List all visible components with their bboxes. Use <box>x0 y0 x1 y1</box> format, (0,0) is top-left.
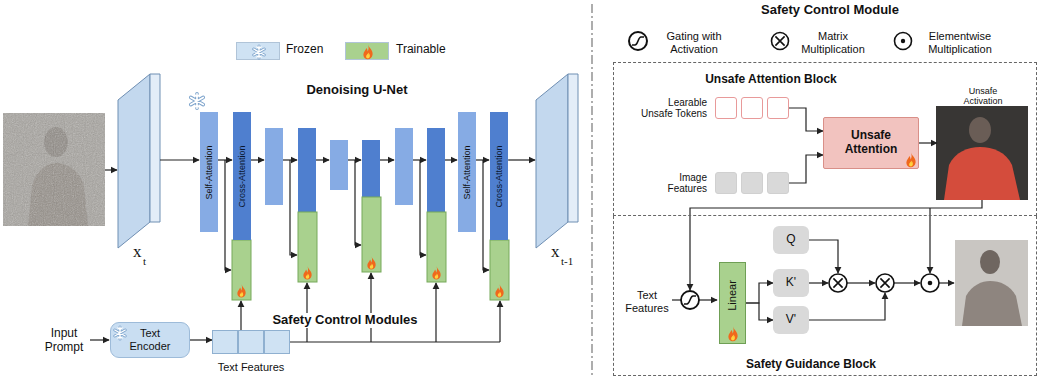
text-slot: t <box>143 255 163 268</box>
activation-map: Unsafe Activation <box>937 87 1029 201</box>
text-slot: Text Features <box>192 357 310 375</box>
box-label: V' <box>786 313 796 327</box>
legend-text: Trainable <box>396 43 466 57</box>
token-group: Image Features <box>633 171 789 195</box>
matrix-box: Q <box>773 226 809 254</box>
input-label: Image Features <box>637 172 707 194</box>
input-label: Learable Unsafe Tokens <box>637 97 707 119</box>
block-label: Self-Attention <box>463 145 472 199</box>
block-label: Linear <box>727 280 738 311</box>
region-title: Safety Guidance Block <box>746 358 876 372</box>
feature-cell <box>212 330 238 354</box>
image-feature-token <box>767 172 789 194</box>
connector <box>746 283 773 303</box>
text-slot: Safety Guidance Block <box>711 354 911 372</box>
linear-box: Linear <box>719 262 746 344</box>
legend-swatch <box>345 42 389 60</box>
image-feature-token <box>715 172 737 194</box>
text-slot: Image Features <box>633 171 707 195</box>
annotation-label: Text Features <box>622 289 672 314</box>
box-label: K' <box>786 276 796 290</box>
image-feature-token <box>741 172 763 194</box>
block-region: Safety Guidance Block Linear Q K' V' <box>613 216 1037 376</box>
unet-shape: Denoising U-NetSelf-Attention Cross-Atten… <box>183 78 531 278</box>
legend-text: Gating with Activation <box>652 30 736 55</box>
text-slot: t-1 <box>561 255 585 268</box>
annotation-label: Safety Control Module <box>720 3 940 18</box>
matrix-box: V' <box>773 306 809 334</box>
connector <box>746 303 773 320</box>
text-feature-cells: Text Features <box>212 330 290 354</box>
connector <box>789 155 823 183</box>
unsafe-token <box>767 97 789 119</box>
title-text: Denoising U-Net <box>306 83 407 98</box>
attention-block: Self-Attention <box>200 112 218 232</box>
text-slot: Unsafe Activation <box>937 87 1029 107</box>
box-label: Q <box>786 233 795 247</box>
block-label: Cross-Attention <box>238 145 247 207</box>
legend-text: Elementwise Multiplication <box>918 30 1002 55</box>
text-slot: Trainable <box>396 43 466 57</box>
flame-icon <box>361 44 375 60</box>
block-label: Self-Attention <box>205 145 214 199</box>
feature-cell <box>238 330 264 354</box>
feature-cell <box>264 330 290 354</box>
attention-block: Cross-Attention <box>233 112 251 240</box>
snow-icon <box>252 44 266 60</box>
unet-polygon <box>183 86 530 275</box>
attention-block: Cross-Attention <box>490 112 508 240</box>
box-label: Unsafe Attention <box>833 129 909 157</box>
text-slot: Learable Unsafe Tokens <box>633 96 707 120</box>
connector <box>789 108 823 131</box>
legend-text: Matrix Multiplication <box>795 30 871 55</box>
block-label: Cross-Attention <box>495 145 504 207</box>
legend-text: Frozen <box>286 43 346 57</box>
attention-box: Unsafe Attention <box>823 117 919 169</box>
unsafe-token <box>715 97 737 119</box>
math-symbol: t <box>143 255 163 268</box>
text-slot: Denoising U-Net <box>183 80 531 98</box>
attention-block: Self-Attention <box>458 112 476 232</box>
annotation-label: Safety Control Modules <box>269 313 420 328</box>
token-group: Learable Unsafe Tokens <box>633 96 789 120</box>
caption-text: Text Features <box>218 361 285 374</box>
snow-icon <box>113 325 127 341</box>
text-slot: Input Prompt <box>38 327 90 355</box>
unsafe-token <box>741 97 763 119</box>
annotation-label: Input Prompt <box>38 327 90 355</box>
block-region: Unsafe Attention BlockLearable Unsafe To… <box>613 62 1037 216</box>
text-slot: Gating with Activation <box>652 30 736 55</box>
text-encoder-box: Text Encoder <box>110 322 190 358</box>
region-title: Unsafe Attention Block <box>705 73 837 87</box>
text-slot: Frozen <box>286 43 346 57</box>
text-slot: Safety Control Modules <box>258 310 432 328</box>
legend-swatch <box>236 42 280 60</box>
box-label: Text Encoder <box>122 327 178 352</box>
text-slot: Safety Control Module <box>720 3 940 18</box>
flame-icon <box>904 152 918 168</box>
text-slot: Elementwise Multiplication <box>918 30 1002 55</box>
flame-icon <box>726 326 740 342</box>
text-slot: Matrix Multiplication <box>795 30 871 55</box>
math-symbol: t-1 <box>561 255 585 268</box>
connector <box>919 142 937 143</box>
connector <box>190 339 212 340</box>
text-slot: Text Features <box>622 289 672 314</box>
matrix-box: K' <box>773 269 809 297</box>
text-slot: Unsafe Attention Block <box>671 69 871 87</box>
image-caption: Unsafe Activation <box>958 87 1008 107</box>
